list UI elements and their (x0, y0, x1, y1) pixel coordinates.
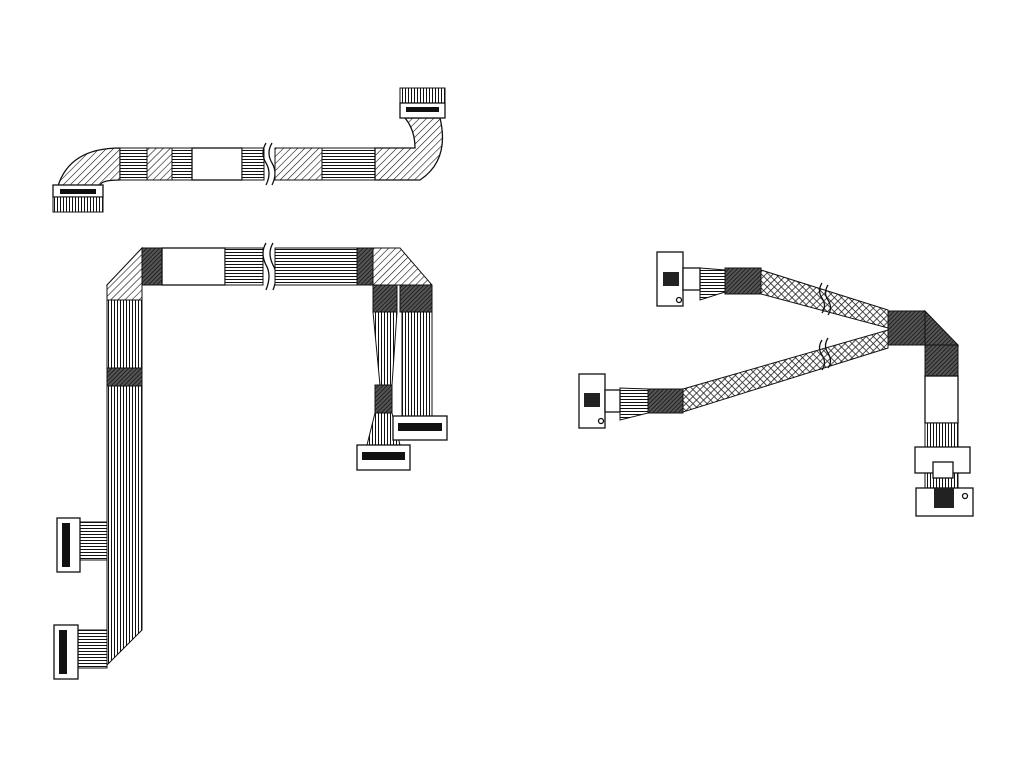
sas-connector-1 (656, 251, 726, 307)
ribbon-connector-left-1 (56, 517, 81, 573)
sas-connector-3 (914, 446, 971, 479)
break-mark (818, 282, 832, 371)
break-mark (262, 142, 276, 186)
cable-section (146, 147, 173, 181)
sleeve-lower (682, 329, 889, 413)
ribbon-connector-left-2 (53, 624, 79, 680)
y-split-sleeved-cable (578, 251, 974, 517)
ribbon-connector-right-1 (356, 444, 411, 471)
power-cable (52, 87, 446, 213)
cable-section (171, 147, 193, 181)
cable-section (119, 147, 148, 181)
break-mark (262, 242, 277, 291)
junction-block (887, 310, 926, 346)
ribbon-trunk (106, 299, 143, 369)
sas-connector-2 (578, 373, 649, 429)
ribbon-cable-multi (53, 242, 448, 680)
cable-bend-left (57, 147, 121, 187)
sleeve-upper (760, 269, 889, 329)
ribbon-connector-right-2 (392, 415, 448, 441)
cable-section (321, 147, 376, 181)
label-area (161, 247, 226, 286)
cable-section (274, 147, 323, 181)
cable-bend-right (374, 117, 444, 181)
power-connector-left (52, 184, 104, 213)
power-connector-right (399, 87, 446, 119)
label-area (924, 375, 959, 424)
label-area (191, 147, 243, 181)
sas-connector-4 (915, 487, 974, 517)
cable-section (241, 147, 265, 181)
